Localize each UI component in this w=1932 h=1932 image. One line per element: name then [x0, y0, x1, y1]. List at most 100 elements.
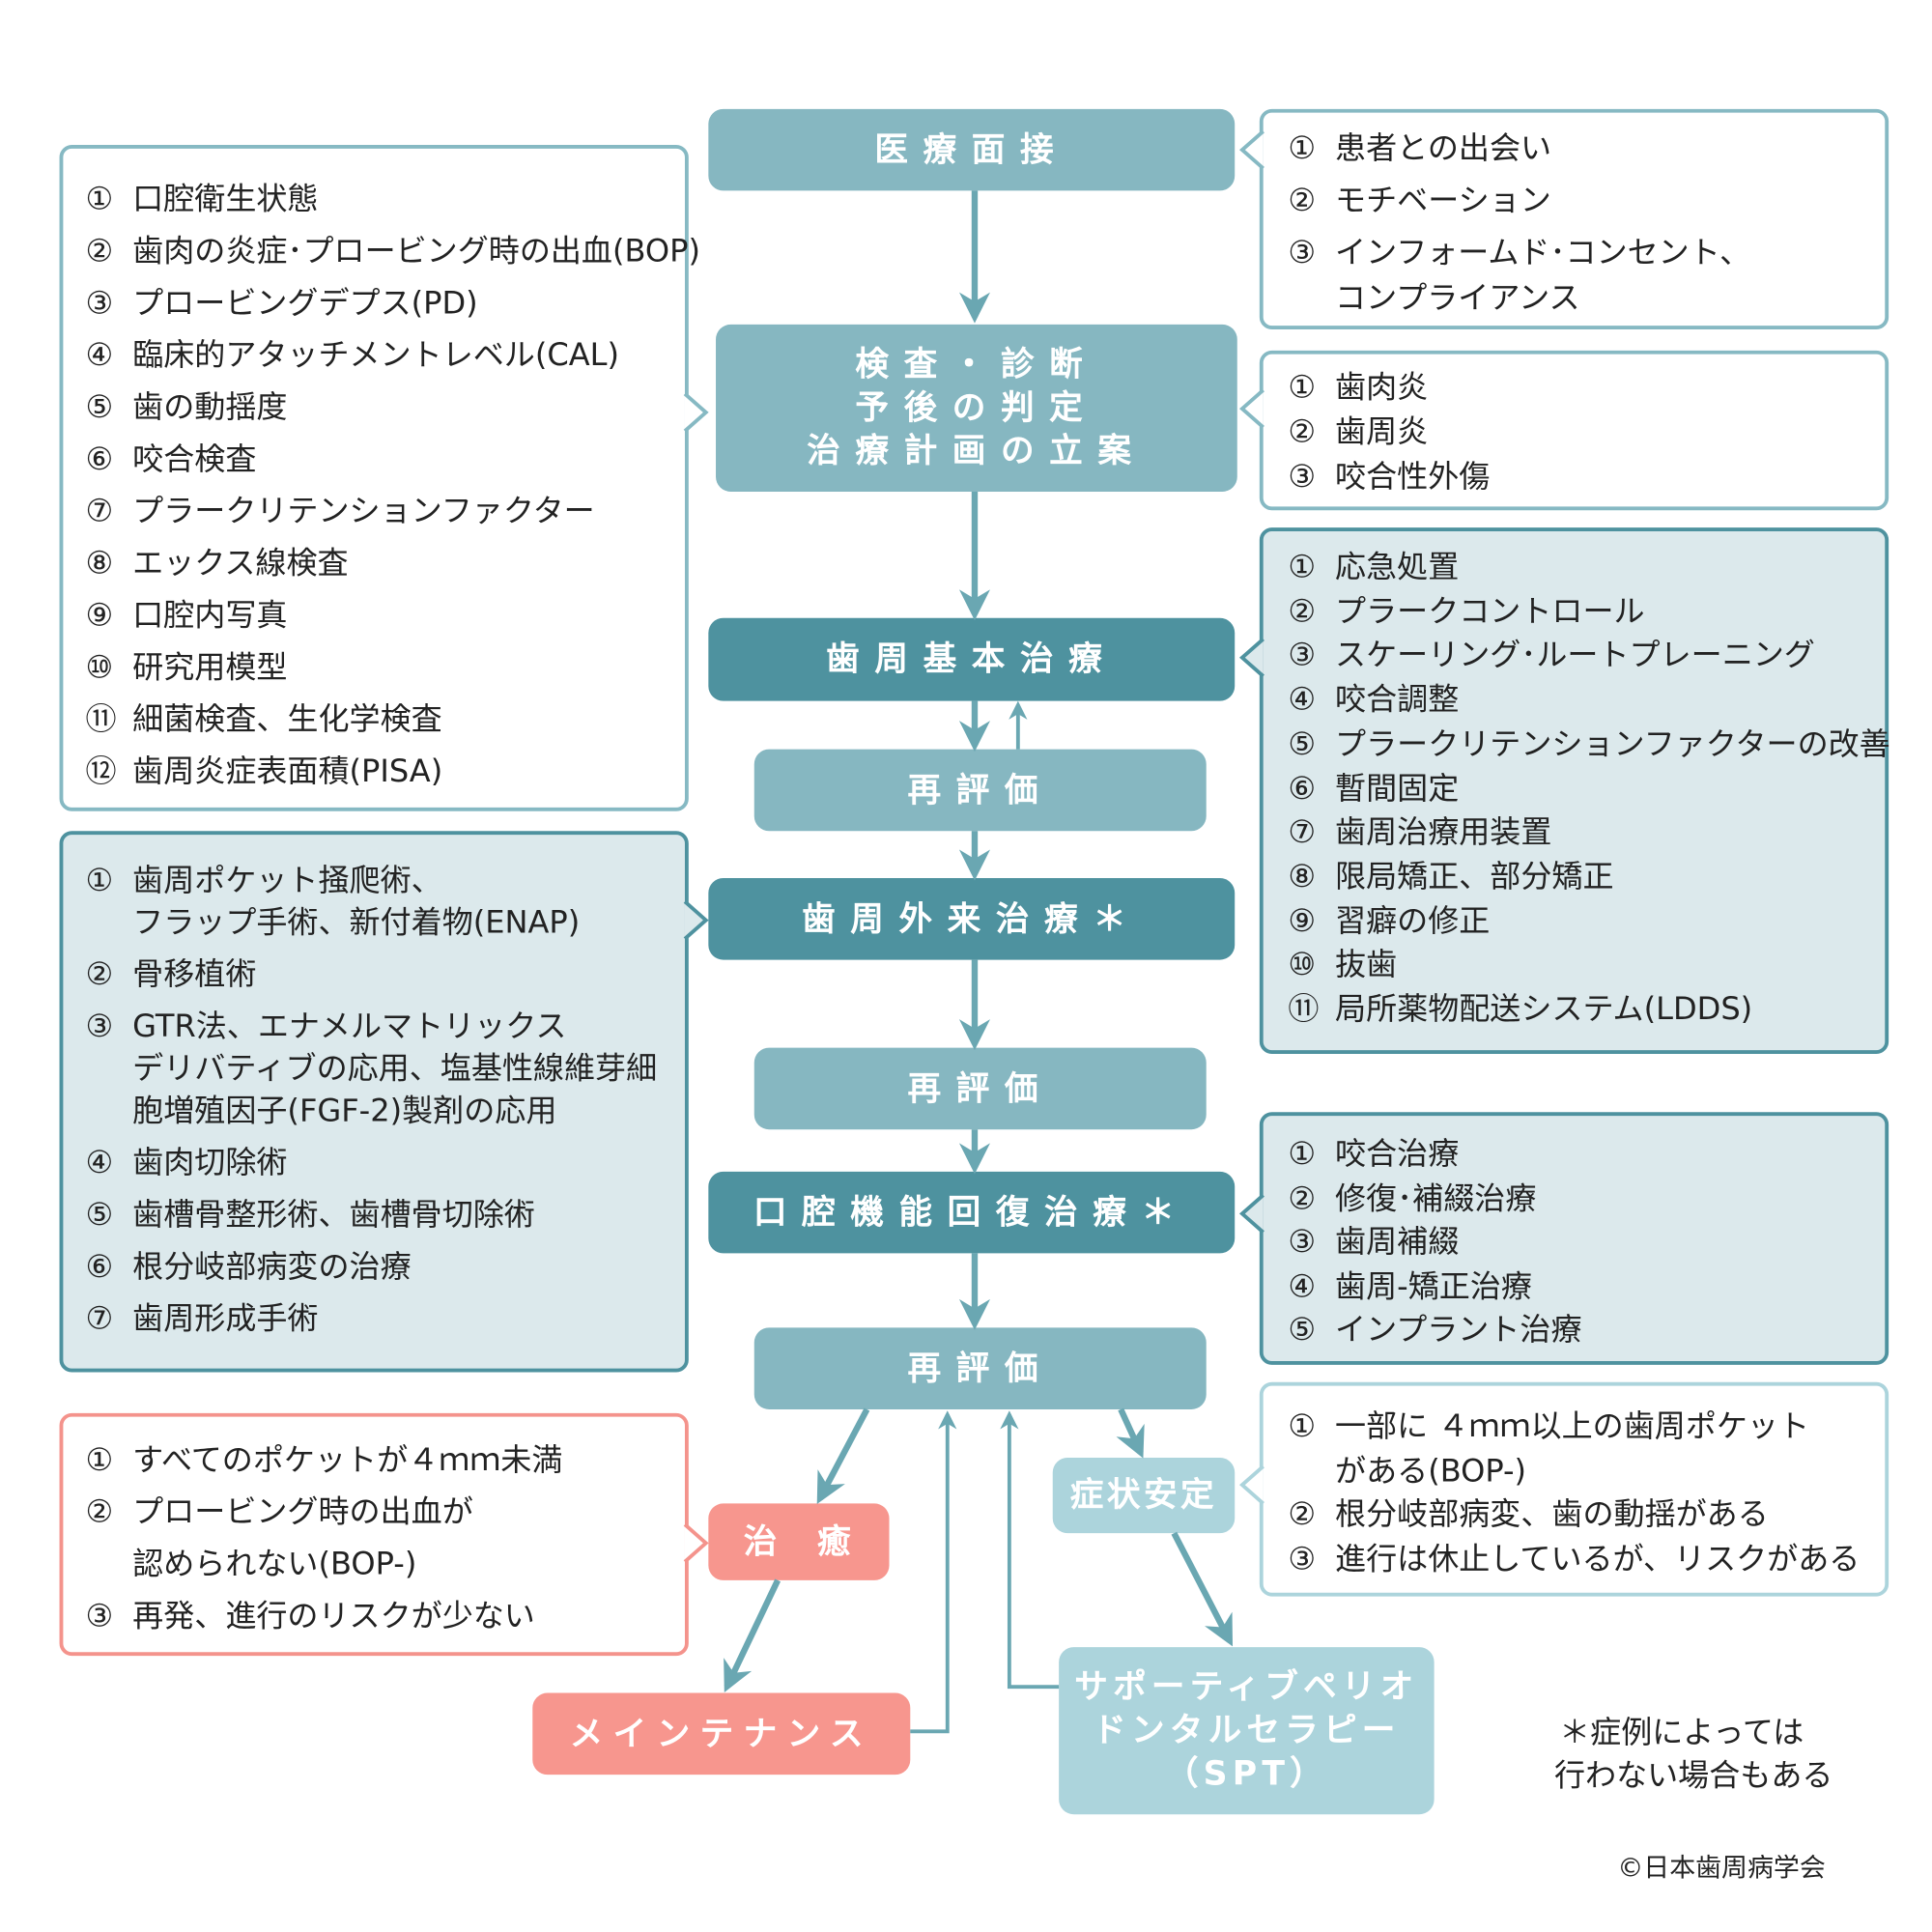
- item-text: エックス線検査: [132, 537, 348, 589]
- node-label: 歯周外来治療＊: [802, 899, 1142, 939]
- item-line: 臨床的アタッチメントレベル(CAL): [132, 336, 620, 373]
- item-line: 骨移植術: [132, 955, 257, 992]
- item-line: 歯周補綴: [1335, 1223, 1460, 1260]
- item-text: 歯肉切除術: [132, 1142, 287, 1184]
- footnote-line: 行わない場合もある: [1553, 1757, 1833, 1794]
- item-line: 歯周-矯正治療: [1335, 1267, 1532, 1304]
- node-surgical-therapy: 歯周外来治療＊: [708, 877, 1236, 960]
- item-number: ⑤: [1288, 725, 1317, 762]
- node-label: （SPT）: [1164, 1754, 1328, 1794]
- item-text: 咬合検査: [132, 434, 256, 486]
- item-line: プラークリテンションファクターの改善: [1335, 725, 1890, 762]
- item-line: 咬合検査: [132, 440, 257, 477]
- list-item: ④ 歯肉切除術: [85, 1142, 685, 1184]
- item-line: 歯周炎: [1335, 413, 1429, 450]
- item-line: 根分岐部病変の治療: [132, 1248, 412, 1285]
- arrow-stable-to-spt: [1171, 1531, 1234, 1647]
- node-label: 検査・診断: [855, 345, 1098, 384]
- item-text: GTR法、エナメルマトリックスデリバティブの応用、塩基性線維芽細胞増殖因子(FG…: [132, 1006, 657, 1132]
- item-text: インフォームド･コンセント、コンプライアンス: [1335, 229, 1750, 321]
- item-text: 再発、進行のリスクが少ない: [132, 1590, 535, 1642]
- footnote: ＊症例によっては 行わない場合もある: [1554, 1711, 1833, 1798]
- footnote-line: ＊症例によっては: [1559, 1714, 1804, 1750]
- item-number: ⑥: [85, 440, 114, 477]
- item-number: ④: [85, 1144, 114, 1180]
- list-item: ⑥ 咬合検査: [85, 434, 685, 486]
- node-healing: 治 癒: [708, 1503, 890, 1580]
- node-label: 再評価: [907, 1069, 1054, 1108]
- item-number: ⑧: [85, 545, 114, 582]
- item-number: ①: [85, 862, 114, 898]
- item-number: ②: [85, 955, 114, 992]
- item-line: フラップ手術、新付着物(ENAP): [132, 903, 581, 941]
- node-label: 予後の判定: [855, 388, 1098, 428]
- arrow-spt-to-reeval: [1000, 1410, 1060, 1690]
- item-text: 咬合調整: [1335, 677, 1459, 722]
- item-line: 咬合調整: [1335, 681, 1460, 718]
- item-text: 根分岐部病変、歯の動揺がある: [1335, 1492, 1769, 1537]
- item-text: プロービング時の出血が認められない(BOP-): [132, 1486, 473, 1590]
- item-line: 歯周炎症表面積(PISA): [132, 753, 443, 789]
- item-line: 歯肉切除術: [132, 1144, 288, 1180]
- node-label: 歯周基本治療: [826, 639, 1118, 679]
- node-oral-rehabilitation: 口腔機能回復治療＊: [708, 1171, 1236, 1254]
- item-text: 臨床的アタッチメントレベル(CAL): [132, 329, 619, 382]
- item-line: 歯肉の炎症･プロービング時の出血(BOP): [132, 233, 700, 270]
- item-text: すべてのポケットが４ｍｍ未満: [132, 1435, 562, 1487]
- item-number: ⑤: [85, 1196, 114, 1233]
- item-line: 患者との出会い: [1335, 129, 1552, 166]
- item-line: 一部に ４ｍｍ以上の歯周ポケット: [1335, 1407, 1810, 1444]
- node-initial-therapy: 歯周基本治療: [708, 617, 1236, 701]
- node-examination-diagnosis: 検査・診断 予後の判定 治療計画の立案: [716, 324, 1237, 492]
- item-line: プロービングデプス(PD): [132, 284, 478, 322]
- item-text: 限局矯正、部分矯正: [1335, 855, 1613, 899]
- node-reevaluation-1: 再評価: [753, 749, 1207, 832]
- item-text: 根分岐部病変の治療: [132, 1246, 411, 1289]
- item-text: 咬合治療: [1335, 1132, 1459, 1177]
- list-item: ② 骨移植術: [85, 953, 685, 996]
- item-number: ⑦: [85, 493, 114, 529]
- item-number: ③: [85, 1008, 114, 1044]
- item-number: ⑥: [85, 1248, 114, 1285]
- item-text: 局所薬物配送システム(LDDS): [1335, 987, 1752, 1032]
- item-number: ⑦: [85, 1300, 114, 1337]
- node-reevaluation-2: 再評価: [753, 1047, 1207, 1130]
- item-line: コンプライアンス: [1335, 279, 1580, 316]
- item-number: ⑪: [85, 700, 117, 737]
- item-number: ④: [85, 336, 114, 373]
- item-number: ⑦: [1288, 813, 1317, 850]
- node-label: 再評価: [907, 1349, 1054, 1388]
- item-line: インフォームド･コンセント、: [1335, 234, 1751, 270]
- node-label: 症状安定: [1069, 1476, 1218, 1515]
- item-number: ⑨: [1288, 902, 1317, 939]
- item-text: プラークリテンションファクター: [132, 486, 595, 538]
- item-line: GTR法、エナメルマトリックス: [132, 1008, 567, 1044]
- item-number: ③: [1288, 1541, 1317, 1577]
- node-medical-interview: 医療面接: [708, 108, 1236, 191]
- arrow-healing-to-maintenance: [724, 1578, 781, 1692]
